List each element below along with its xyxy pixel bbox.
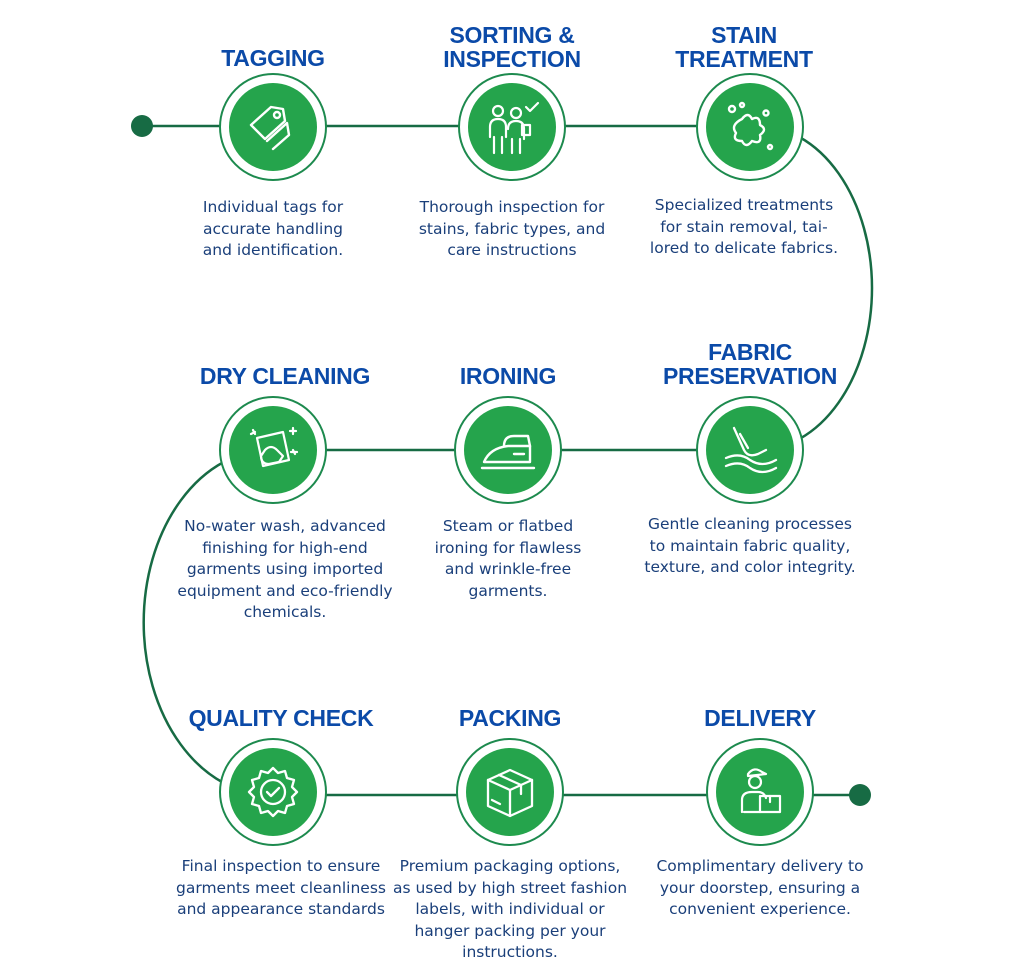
flow-end-dot (849, 784, 871, 806)
flow-start-dot (131, 115, 153, 137)
step-description: Gentle cleaning processes to maintain fa… (644, 515, 856, 576)
step-description: Thorough inspection for stains, fabric t… (418, 198, 606, 259)
step-description: Specialized treatments for stain removal… (649, 196, 839, 257)
step-icon-circle (696, 396, 804, 504)
quality-badge-icon (247, 766, 299, 818)
iron-icon (480, 434, 536, 470)
step-icon-circle (696, 73, 804, 181)
step-title: DELIVERY (704, 705, 816, 731)
box-icon (486, 768, 534, 818)
fabric-hand-icon (724, 426, 778, 474)
step-title: PACKING (458, 705, 562, 731)
stain-icon (727, 101, 774, 151)
step-description: Final inspection to ensure garments meet… (176, 857, 386, 918)
step-icon-circle (219, 73, 327, 181)
step-title: DRY CLEANING (199, 363, 371, 389)
tag-icon (249, 105, 291, 151)
step-title: QUALITY CHECK (188, 705, 374, 731)
cleaning-cloth-icon (249, 426, 299, 468)
step-icon-circle (456, 738, 564, 846)
step-icon-circle (454, 396, 562, 504)
step-icon-circle (219, 396, 327, 504)
step-title: STAIN TREATMENT (675, 22, 813, 72)
step-icon-circle (706, 738, 814, 846)
step-description: Complimentary delivery to your doorstep,… (656, 857, 864, 918)
step-description: No-water wash, advanced finishing for hi… (177, 517, 393, 621)
step-icon-circle (458, 73, 566, 181)
step-description: Steam or flatbed ironing for flawless an… (434, 517, 582, 600)
step-title: IRONING (459, 363, 557, 389)
step-title: SORTING & INSPECTION (443, 22, 581, 72)
inspectors-icon (488, 101, 540, 155)
step-title: FABRIC PRESERVATION (662, 339, 838, 389)
step-icon-circle (219, 738, 327, 846)
step-description: Premium packaging options, as used by hi… (392, 857, 628, 961)
delivery-person-icon (740, 768, 782, 814)
step-title: TAGGING (221, 45, 325, 71)
step-description: Individual tags for accurate handling an… (202, 198, 344, 259)
